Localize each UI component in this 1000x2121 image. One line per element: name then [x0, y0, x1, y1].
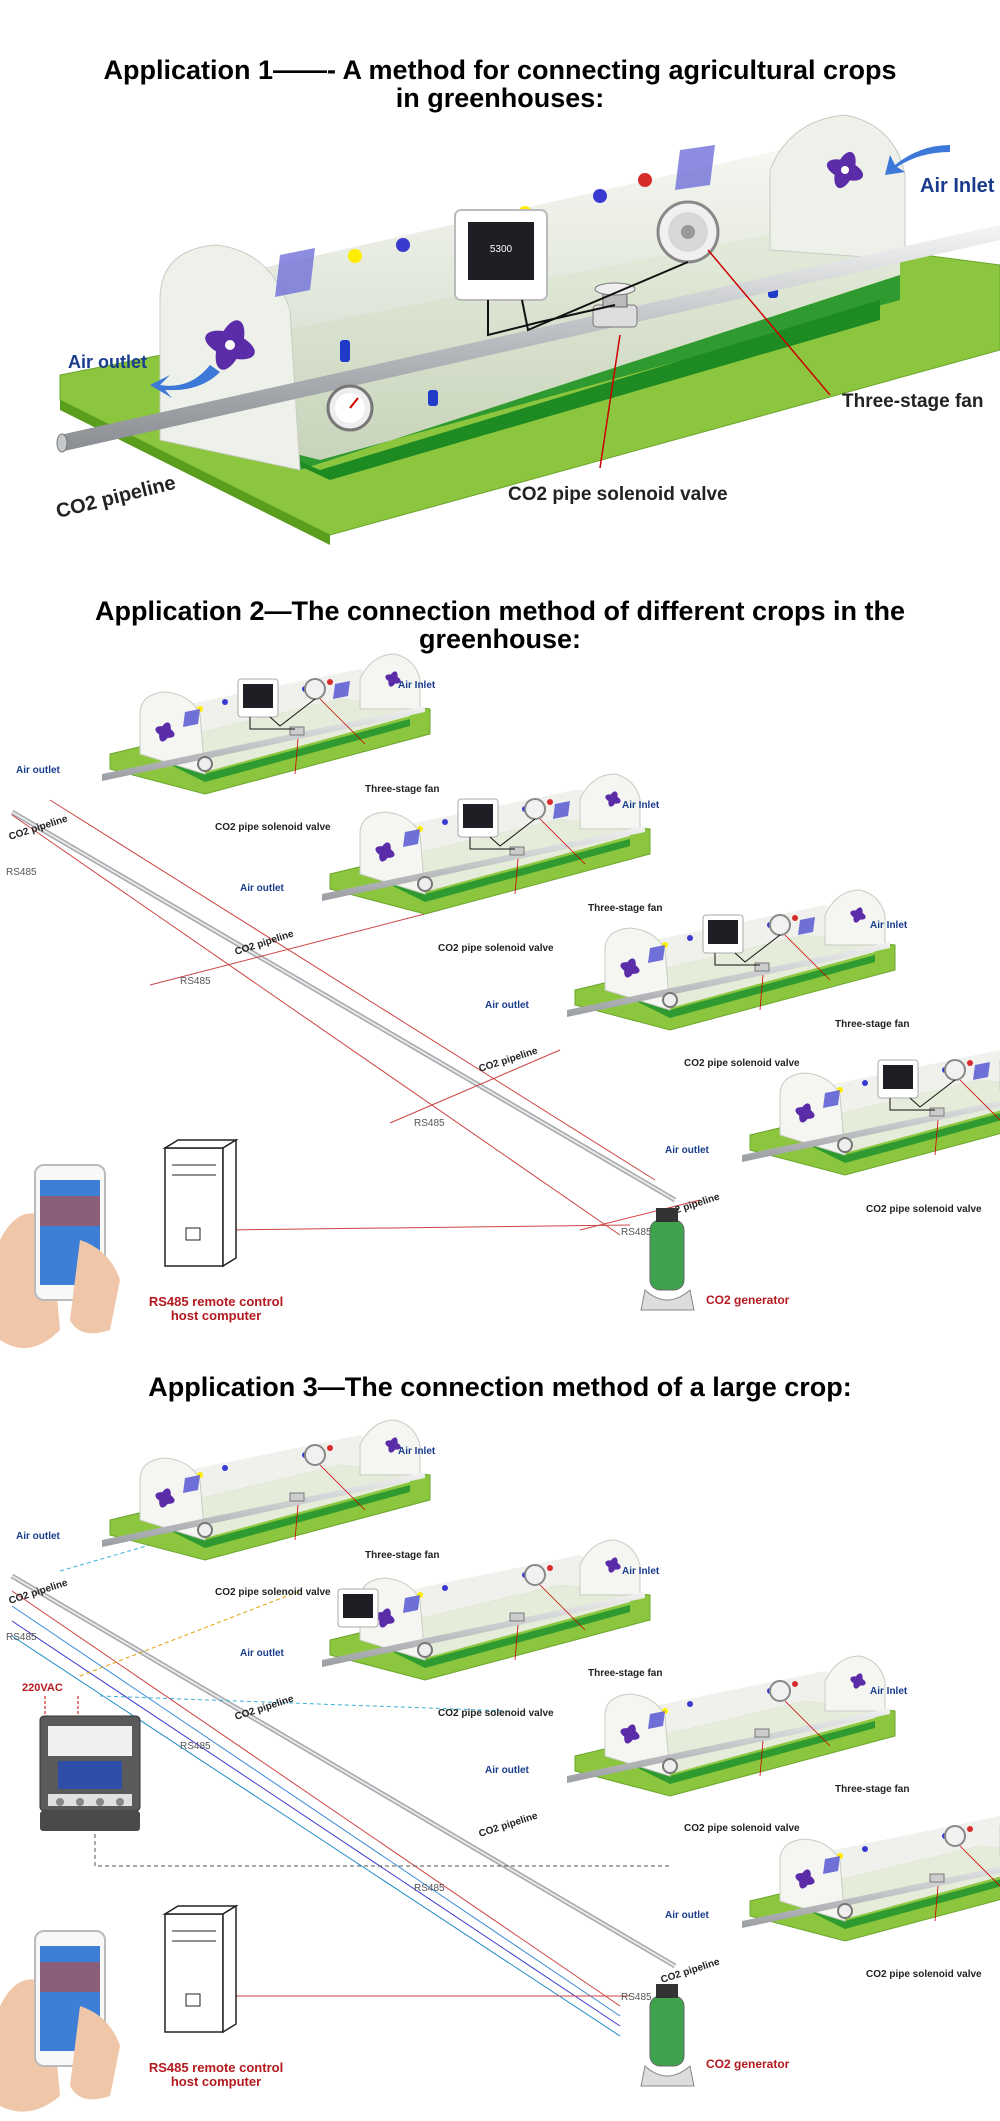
- app1-controller-reading: 5300: [490, 244, 513, 255]
- app2-gh4-air-outlet: Air outlet: [665, 1145, 710, 1156]
- app1-title-line1: Application 1——- A method for connecting…: [103, 55, 897, 85]
- app1-inlet-arrow-icon: [885, 145, 950, 175]
- app1-title-line2: in greenhouses:: [395, 83, 605, 114]
- app1-outlet-fan-icon: [205, 320, 255, 370]
- app2-co2-generator-icon: [640, 1208, 695, 1311]
- app3-rs485-label-1: RS485: [6, 1632, 37, 1643]
- app3-gh4-air-outlet: Air outlet: [665, 1910, 710, 1921]
- app3-gh4-solenoid: CO2 pipe solenoid valve: [866, 1969, 982, 1980]
- app1-air-inlet-label: Air Inlet: [920, 175, 995, 197]
- app3-controller-icon: [337, 1588, 379, 1628]
- app3-host-label-line1: RS485 remote control: [149, 2060, 283, 2075]
- app3-gh2-air-outlet: Air outlet: [240, 1648, 285, 1659]
- app2-title-line2: greenhouse:: [418, 624, 582, 655]
- app1-controller-icon: 5300: [454, 209, 548, 301]
- app3-gh3-pipeline: CO2 pipeline: [478, 1810, 540, 1839]
- app2-gh2-air-outlet: Air outlet: [240, 883, 285, 894]
- app2-gh1-fan: Three-stage fan: [365, 784, 439, 795]
- app2-gh1-air-inlet: Air Inlet: [398, 680, 436, 691]
- app2-network-diagram: Air Inlet Air outlet CO2 pipeline Three-…: [0, 653, 1000, 1348]
- app3-phone-icon: [0, 1930, 120, 2112]
- app2-rs485-label-1: RS485: [6, 867, 37, 878]
- app3-gh3-air-inlet: Air Inlet: [870, 1686, 908, 1697]
- app1-solenoid-label: CO2 pipe solenoid valve: [508, 484, 728, 505]
- app2-greenhouse-2: [321, 773, 651, 915]
- app1-outlet-arrow-icon: [150, 365, 220, 398]
- app3-host-label-line2: host computer: [171, 2074, 261, 2089]
- app2-gh3-air-outlet: Air outlet: [485, 1000, 530, 1011]
- app2-gh2-fan: Three-stage fan: [588, 903, 662, 914]
- app1-pressure-gauge-icon: [326, 384, 374, 432]
- app2-rs485-label-4: RS485: [621, 1227, 652, 1238]
- app2-title: Application 2—The connection method of d…: [0, 597, 1000, 654]
- app2-rs485-label-2: RS485: [180, 976, 211, 987]
- app1-co2-pipeline-label: CO2 pipeline: [54, 472, 178, 523]
- app1-three-stage-fan-icon: [656, 200, 720, 264]
- app3-network-diagram: Air Inlet Air outlet CO2 pipeline Three-…: [0, 1419, 1000, 2112]
- app2-title-line1: Application 2—The connection method of d…: [94, 596, 906, 626]
- app2-gh2-pipeline: CO2 pipeline: [234, 928, 296, 957]
- app2-gh3-fan: Three-stage fan: [835, 1019, 909, 1030]
- app3-gh2-pipeline: CO2 pipeline: [234, 1693, 296, 1722]
- app1-inlet-fan-icon: [826, 151, 864, 189]
- app2-gh3-solenoid: CO2 pipe solenoid valve: [684, 1058, 800, 1069]
- app2-gh3-air-inlet: Air Inlet: [870, 920, 908, 931]
- app3-gh3-air-outlet: Air outlet: [485, 1765, 530, 1776]
- app2-gh1-solenoid: CO2 pipe solenoid valve: [215, 822, 331, 833]
- app3-gh1-solenoid: CO2 pipe solenoid valve: [215, 1587, 331, 1598]
- app3-gh3-solenoid: CO2 pipe solenoid valve: [684, 1823, 800, 1834]
- app2-greenhouse-1: [101, 653, 431, 795]
- app3-rs485-label-2: RS485: [180, 1741, 211, 1752]
- app1-fan-label: Three-stage fan: [842, 391, 983, 412]
- app1-co2-pipe: [60, 225, 1000, 452]
- app3-rs485-label-3: RS485: [414, 1883, 445, 1894]
- app3-rs485-label-4: RS485: [621, 1992, 652, 2003]
- app2-gh2-solenoid: CO2 pipe solenoid valve: [438, 943, 554, 954]
- app2-greenhouse-4: [741, 1034, 1000, 1176]
- app2-gh2-air-inlet: Air Inlet: [622, 800, 660, 811]
- app3-greenhouse-4: [741, 1800, 1000, 1942]
- app3-gh1-air-outlet: Air outlet: [16, 1531, 61, 1542]
- app3-vac-label: 220VAC: [22, 1682, 63, 1694]
- app2-gh1-air-outlet: Air outlet: [16, 765, 61, 776]
- app3-generator-label: CO2 generator: [706, 2057, 790, 2071]
- app2-generator-label: CO2 generator: [706, 1293, 790, 1307]
- app1-greenhouse-diagram: 5300 Air Inlet Air outlet CO2 pipeline C…: [54, 114, 1000, 545]
- app3-gh2-solenoid: CO2 pipe solenoid valve: [438, 1708, 554, 1719]
- app3-greenhouse-1: [101, 1419, 431, 1561]
- app3-gh1-air-inlet: Air Inlet: [398, 1446, 436, 1457]
- app2-gh3-pipeline: CO2 pipeline: [478, 1045, 540, 1074]
- app3-host-computer-icon: [162, 1904, 239, 2034]
- app3-gh1-fan: Three-stage fan: [365, 1550, 439, 1561]
- app1-air-outlet-label: Air outlet: [68, 352, 147, 372]
- app2-host-label-line1: RS485 remote control: [149, 1294, 283, 1309]
- app2-host-label-line2: host computer: [171, 1308, 261, 1323]
- app1-inlet-end: [769, 114, 906, 261]
- app3-co2-generator-icon: [640, 1984, 695, 2087]
- app3-contactor-icon: [39, 1715, 141, 1831]
- app2-rs485-label-3: RS485: [414, 1118, 445, 1129]
- app3-title: Application 3—The connection method of a…: [148, 1372, 852, 1402]
- app2-phone-icon: [0, 1164, 120, 1348]
- app3-gh2-air-inlet: Air Inlet: [622, 1566, 660, 1577]
- app2-host-computer-icon: [162, 1138, 239, 1268]
- app3-gh3-fan: Three-stage fan: [835, 1784, 909, 1795]
- app2-gh4-solenoid: CO2 pipe solenoid valve: [866, 1204, 982, 1215]
- app3-gh2-fan: Three-stage fan: [588, 1668, 662, 1679]
- app1-title: Application 1——- A method for connecting…: [0, 56, 1000, 113]
